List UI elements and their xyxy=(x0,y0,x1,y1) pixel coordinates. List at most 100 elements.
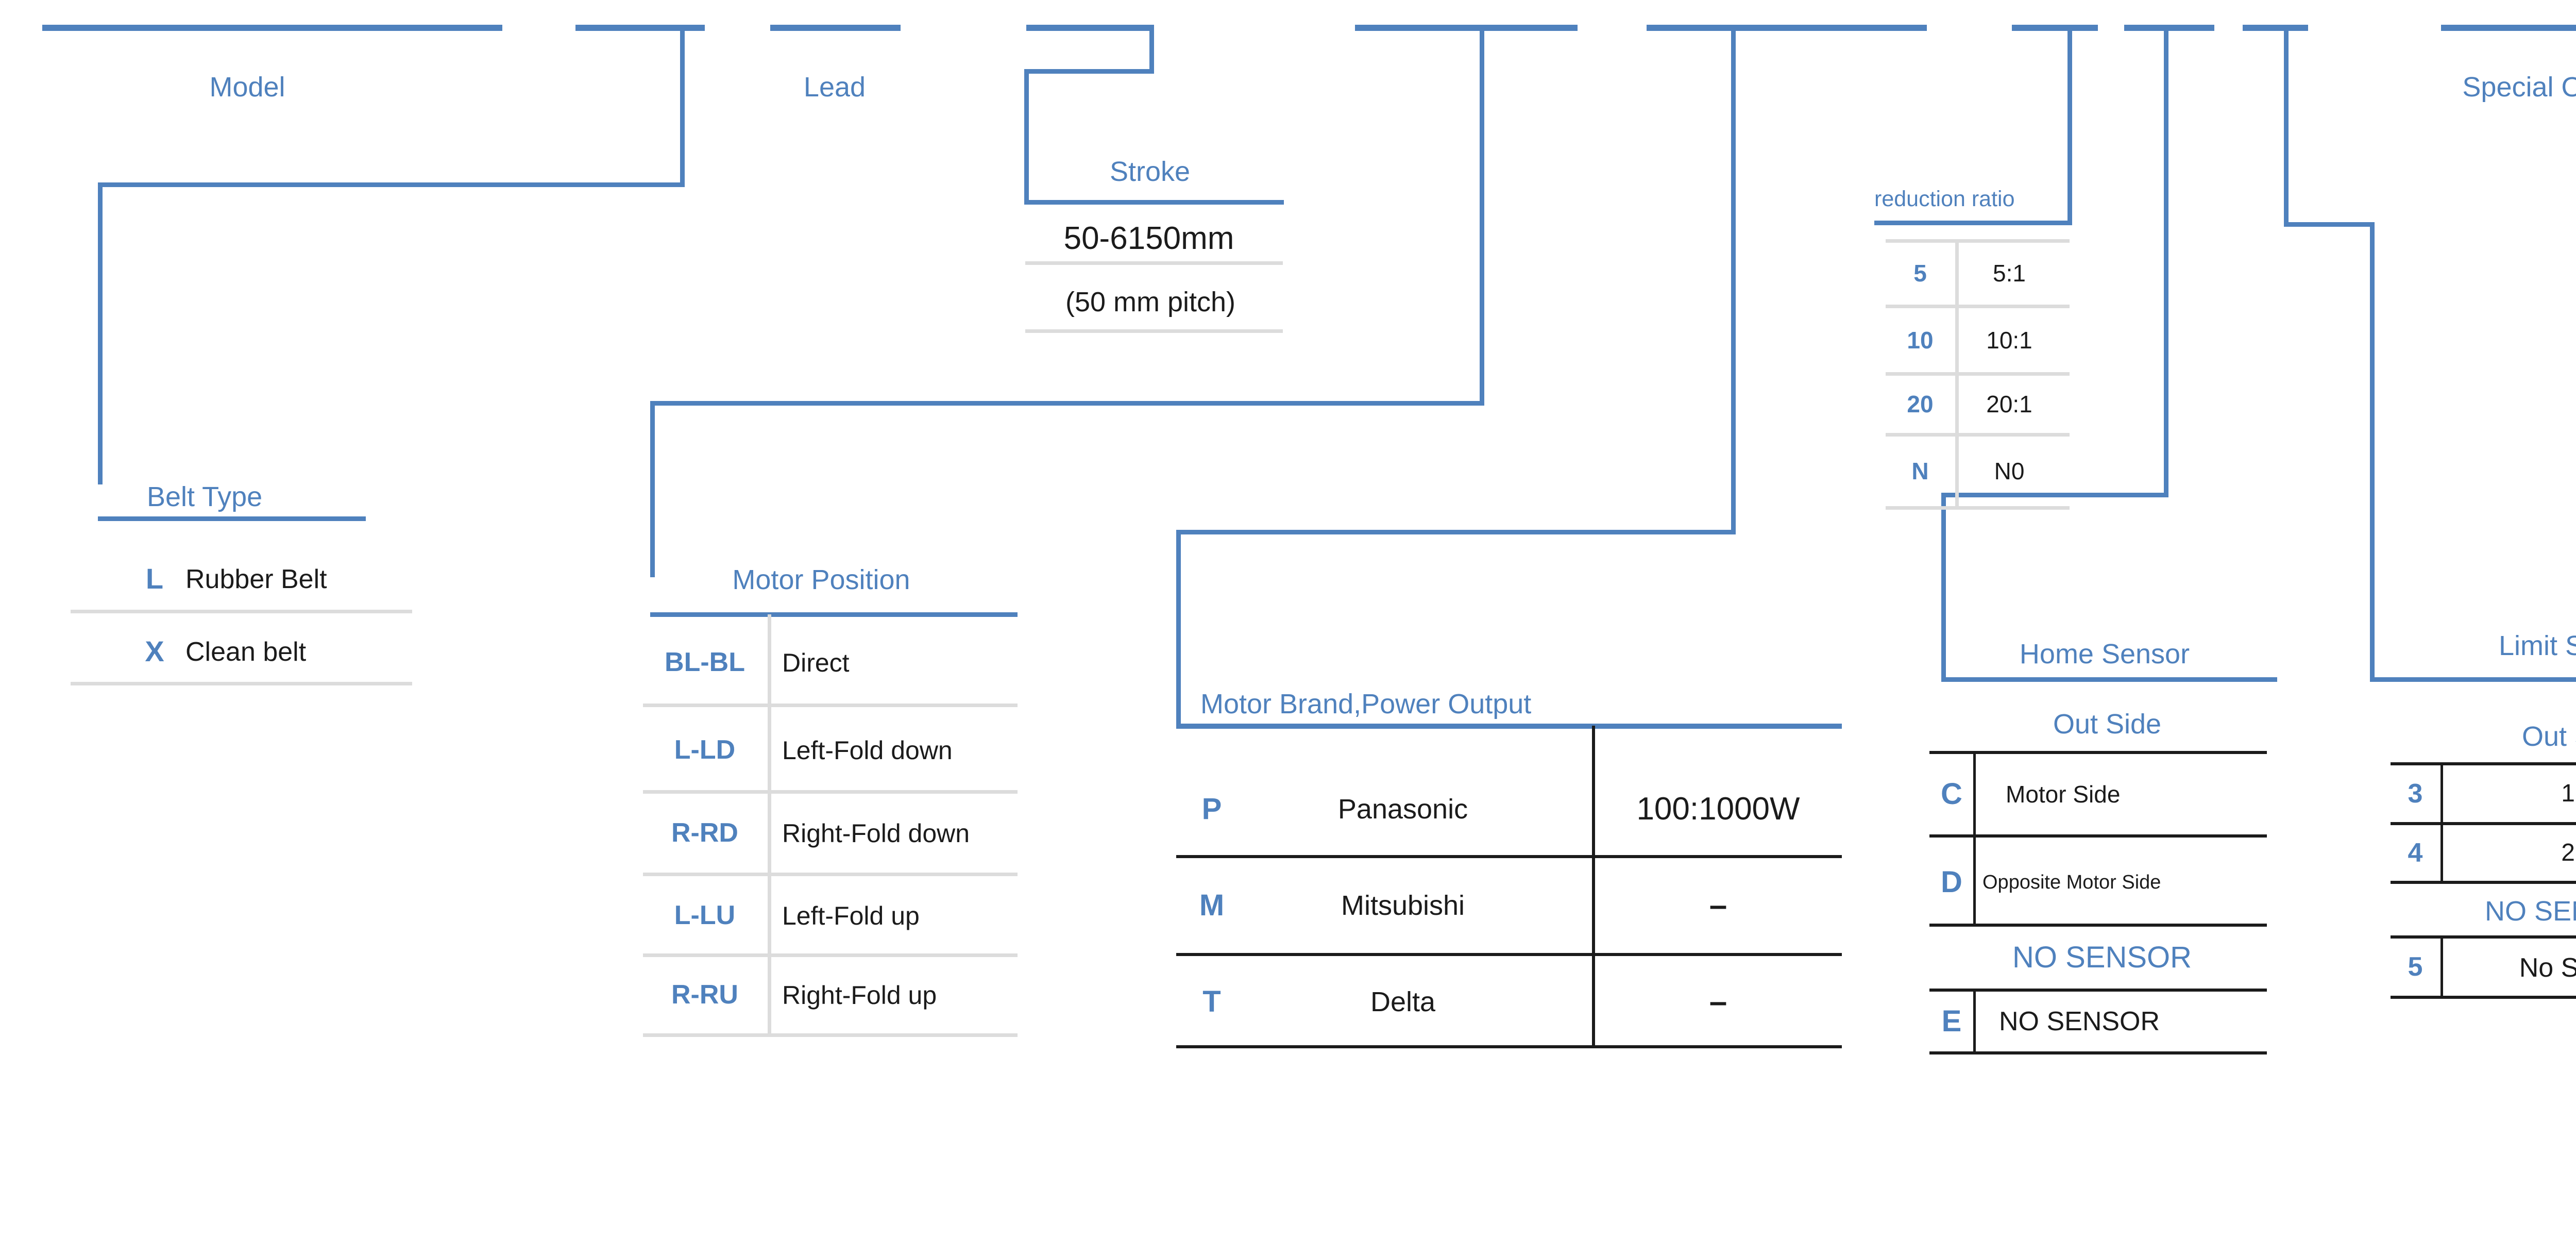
special-order-label: Special Order No. xyxy=(2462,72,2576,103)
home-sensor-title: Home Sensor xyxy=(2019,639,2190,669)
row-divider xyxy=(643,953,1018,957)
motor-brand-title: Motor Brand,Power Output xyxy=(1200,689,1532,719)
motor-brand-name: Delta xyxy=(1370,986,1436,1017)
connector-line xyxy=(1024,69,1029,202)
connector-line xyxy=(2067,28,2072,225)
code-dash-belt-type xyxy=(575,25,705,31)
table-top-border xyxy=(1929,751,2267,754)
reduction-ratio-value: 5:1 xyxy=(1993,260,2026,287)
column-divider xyxy=(1592,726,1595,1048)
row-divider xyxy=(71,682,412,685)
stroke-title: Stroke xyxy=(1109,156,1191,187)
motor-position-title: Motor Position xyxy=(732,564,910,595)
motor-brand-name: Panasonic xyxy=(1337,794,1468,825)
motor-position-code: BL-BL xyxy=(665,647,745,677)
row-divider xyxy=(1929,834,2267,838)
code-dash-motor-position xyxy=(1355,25,1578,31)
motor-position-value: Left-Fold down xyxy=(782,736,953,765)
connector-line xyxy=(680,28,685,187)
belt-type-value: Rubber Belt xyxy=(185,564,327,594)
limit-sensor-underline xyxy=(2370,677,2576,682)
motor-brand-code: T xyxy=(1202,985,1221,1018)
column-divider xyxy=(1973,989,1976,1053)
motor-brand-code: P xyxy=(1201,792,1222,826)
stroke-divider xyxy=(1025,261,1283,265)
row-divider xyxy=(1929,924,2267,927)
limit-sensor-subtitle: Out Side xyxy=(2521,721,2576,752)
row-divider xyxy=(643,704,1018,707)
code-dash-limit-sensor xyxy=(2243,25,2308,31)
limit-sensor-title: Limit Sensor xyxy=(2498,630,2576,661)
row-divider xyxy=(1886,372,2070,376)
motor-position-code: R-RU xyxy=(671,980,738,1010)
connector-line xyxy=(2284,28,2289,227)
belt-type-code: X xyxy=(145,635,164,667)
connector-line xyxy=(650,401,655,577)
limit-sensor-value: 1pc xyxy=(2561,780,2576,807)
reduction-ratio-code: N xyxy=(1911,458,1929,484)
motor-brand-code: M xyxy=(1199,889,1225,922)
row-divider xyxy=(1176,855,1842,858)
row-divider xyxy=(1886,433,2070,437)
limit-sensor-code: 3 xyxy=(2408,779,2423,809)
home-sensor-value: NO SENSOR xyxy=(1999,1007,2160,1036)
home-sensor-underline xyxy=(1941,677,2277,682)
connector-line xyxy=(98,182,103,484)
connector-line xyxy=(1941,493,1946,679)
table-top-border xyxy=(1886,239,2070,243)
motor-position-underline xyxy=(650,612,1018,617)
code-dash-home-sensor xyxy=(2124,25,2214,31)
limit-sensor-no-sensor-heading: NO SENSOR xyxy=(2484,896,2576,927)
connector-line xyxy=(1731,28,1736,534)
home-sensor-value: Opposite Motor Side xyxy=(1982,872,2161,893)
home-sensor-no-sensor-heading: NO SENSOR xyxy=(2012,941,2192,974)
connector-line xyxy=(1149,28,1154,74)
reduction-ratio-value: 10:1 xyxy=(1986,327,2032,354)
reduction-ratio-code: 10 xyxy=(1907,327,1934,354)
motor-brand-name: Mitsubishi xyxy=(1341,890,1465,921)
row-divider xyxy=(643,873,1018,876)
belt-type-code: L xyxy=(145,562,164,595)
model-label: Model xyxy=(209,72,285,103)
code-dash-reduction-ratio xyxy=(2012,25,2098,31)
row-divider xyxy=(2391,935,2576,939)
row-divider xyxy=(71,610,412,613)
motor-position-code: R-RD xyxy=(671,818,738,848)
stroke-pitch: (50 mm pitch) xyxy=(1065,287,1236,317)
connector-line xyxy=(650,401,1484,406)
row-divider xyxy=(643,1033,1018,1037)
motor-brand-power: 100:1000W xyxy=(1636,791,1800,827)
belt-type-title: Belt Type xyxy=(147,481,263,512)
reduction-ratio-value: 20:1 xyxy=(1986,391,2032,417)
row-divider xyxy=(2391,822,2576,825)
motor-position-code: L-LD xyxy=(674,735,736,765)
limit-sensor-code: 5 xyxy=(2408,952,2423,982)
reduction-ratio-code: 20 xyxy=(1907,391,1934,417)
motor-position-value: Left-Fold up xyxy=(782,901,920,930)
home-sensor-code: D xyxy=(1941,865,1962,899)
code-dash-model xyxy=(42,25,502,31)
limit-sensor-code: 4 xyxy=(2408,838,2423,868)
column-divider xyxy=(768,614,771,1035)
connector-line xyxy=(1176,530,1736,534)
home-sensor-code: E xyxy=(1941,1004,1962,1038)
reduction-ratio-value: N0 xyxy=(1994,458,2025,484)
limit-sensor-value: No SENSOR xyxy=(2519,953,2576,983)
lead-label: Lead xyxy=(803,72,866,103)
code-dash-motor-brand xyxy=(1647,25,1927,31)
reduction-ratio-title: reduction ratio xyxy=(1874,187,2015,211)
table-bottom-border xyxy=(1176,1045,1842,1048)
stroke-range: 50-6150mm xyxy=(1063,221,1234,256)
connector-line xyxy=(1176,530,1181,726)
connector-line xyxy=(2370,222,2375,679)
motor-position-value: Direct xyxy=(782,648,850,677)
reduction-ratio-underline xyxy=(1874,221,2072,225)
code-dash-stroke xyxy=(1026,25,1154,31)
column-divider xyxy=(1973,751,1976,925)
home-sensor-code: C xyxy=(1941,777,1962,811)
motor-brand-underline xyxy=(1176,724,1842,729)
connector-line xyxy=(1024,69,1154,74)
table-bottom-border xyxy=(1929,1051,2267,1054)
belt-type-value: Clean belt xyxy=(185,637,307,667)
